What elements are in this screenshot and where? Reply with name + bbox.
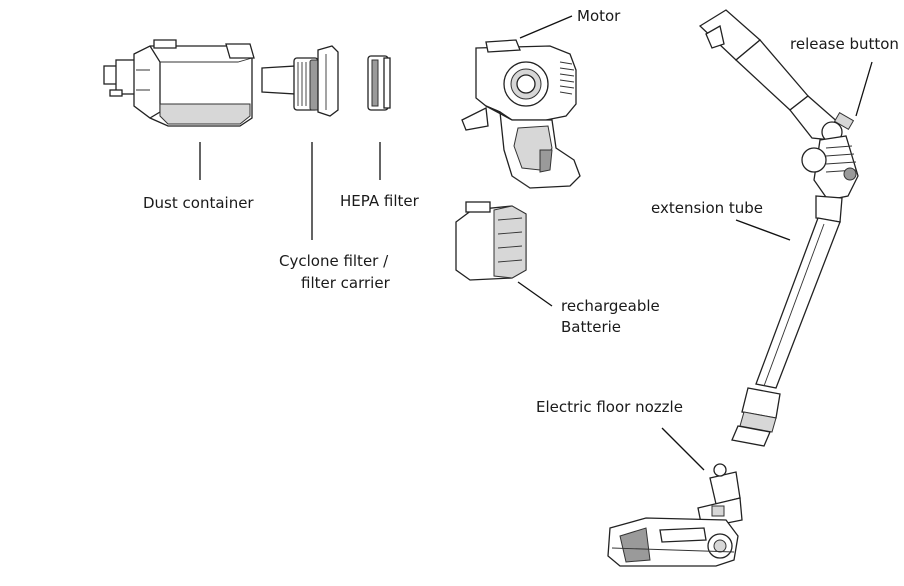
cyclone-filter-part (261, 45, 339, 117)
tube-handle-part (698, 9, 859, 201)
leader-lines (199, 15, 873, 471)
hepa-filter-part (367, 55, 391, 111)
leader-extension-tube (735, 219, 791, 241)
label-release-button: release button (790, 35, 899, 53)
label-extension-tube: extension tube (651, 199, 764, 217)
leader-motor (519, 15, 573, 39)
motor-part (461, 39, 581, 189)
floor-nozzle-part (607, 463, 743, 567)
leader-release-button (855, 61, 873, 117)
extension-tube-part (731, 195, 843, 447)
label-cyclone-filter-line2: filter carrier (301, 274, 390, 292)
label-hepa-filter: HEPA filter (340, 192, 419, 210)
leader-battery (517, 281, 553, 307)
dust-container-part (103, 39, 255, 127)
leader-floor-nozzle (661, 427, 705, 471)
label-battery-line2: Batterie (561, 318, 622, 336)
label-floor-nozzle: Electric floor nozzle (536, 398, 683, 416)
label-battery-line1: rechargeable (561, 297, 660, 315)
battery-part (455, 201, 527, 281)
label-cyclone-filter-line1: Cyclone filter / (279, 252, 389, 270)
label-motor: Motor (577, 7, 621, 25)
label-dust-container: Dust container (143, 194, 254, 212)
